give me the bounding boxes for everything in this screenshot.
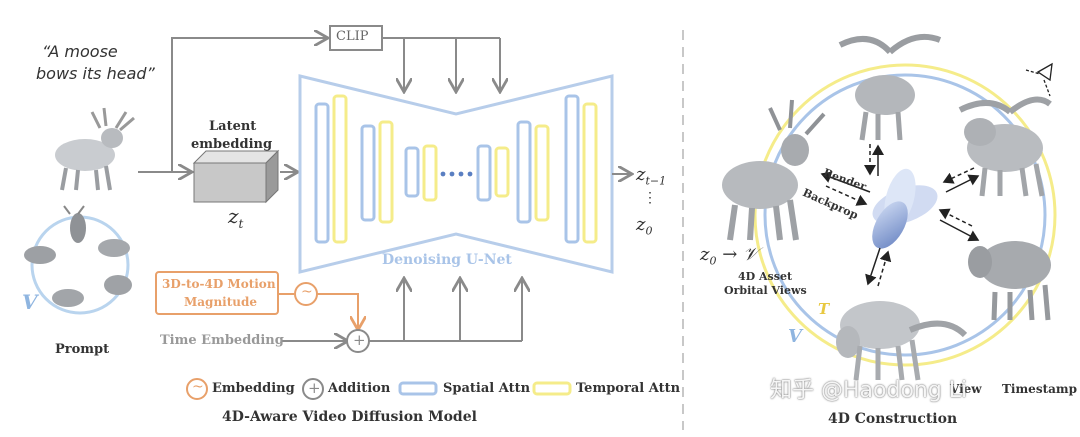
orbit-time-ring xyxy=(753,63,1057,367)
moose-orbit-image xyxy=(24,205,132,315)
view-ring-symbol: V xyxy=(788,326,802,347)
orbit-view-ring xyxy=(763,73,1047,357)
motion-label-line2: Magnitude xyxy=(184,295,258,309)
timestamp-label: Timestamp xyxy=(1002,382,1077,396)
temporal-attn-bar xyxy=(422,144,438,202)
motion-embedding-symbol: ~ xyxy=(301,284,313,300)
time-embedding-label: Time Embedding xyxy=(160,333,284,348)
moose-view-top xyxy=(838,34,942,141)
legend-spatial-label: Spatial Attn xyxy=(443,381,531,396)
legend-addition-label: Addition xyxy=(328,381,391,396)
latent-label-line1: Latent xyxy=(209,119,257,134)
moose-view-left xyxy=(722,99,826,241)
legend-embedding-label: Embedding xyxy=(212,381,295,396)
legend-spatial-swatch xyxy=(398,381,438,396)
output-z0: z0 xyxy=(636,214,653,238)
spatial-attn-bar xyxy=(360,124,376,222)
spatial-attn-bar xyxy=(516,120,532,224)
moose-image-main xyxy=(55,107,135,191)
temporal-attn-bar xyxy=(332,94,348,244)
temporal-attn-bar xyxy=(378,120,394,224)
latent-cube xyxy=(192,149,280,204)
legend-embedding-symbol: ~ xyxy=(192,379,204,395)
z0-to-v: z0 → 𝒱 xyxy=(700,244,759,268)
moose-view-bottom-right xyxy=(968,241,1051,321)
motion-label-line1: 3D-to-4D Motion xyxy=(162,277,276,291)
camera-icon xyxy=(1025,62,1053,97)
legend-embedding-icon xyxy=(186,378,208,400)
clip-label: CLIP xyxy=(336,29,369,44)
asset-label-line1: 4D Asset xyxy=(738,270,793,283)
asset-label-line2: Orbital Views xyxy=(724,284,807,297)
spatial-attn-bar xyxy=(564,94,580,244)
time-ring-symbol: T xyxy=(818,300,830,318)
spatial-attn-bar xyxy=(404,146,420,198)
output-z-t-minus-1: zt−1 xyxy=(636,164,667,188)
prompt-quote-line2: bows its head” xyxy=(36,64,155,83)
plus-symbol: + xyxy=(353,331,366,349)
temporal-attn-bar xyxy=(582,102,598,244)
legend-temporal-swatch xyxy=(532,381,572,396)
unet-label: Denoising U-Net xyxy=(382,252,512,268)
left-caption: 4D-Aware Video Diffusion Model xyxy=(222,409,477,425)
legend-addition-symbol: + xyxy=(308,379,321,397)
right-caption: 4D Construction xyxy=(828,411,958,427)
watermark: 知乎 @Haodong Li xyxy=(770,378,968,403)
moose-view-right xyxy=(958,96,1052,197)
temporal-attn-bar xyxy=(534,124,550,222)
unet-outline xyxy=(298,74,614,274)
output-ellipsis: ⋮ xyxy=(643,190,657,206)
prompt-label: Prompt xyxy=(55,342,110,357)
latent-label-line2: embedding xyxy=(191,137,273,152)
4d-asset-gaussians xyxy=(872,168,938,249)
legend-addition-icon xyxy=(302,378,324,400)
latent-symbol: zt xyxy=(228,204,244,231)
moose-view-bottom xyxy=(836,301,968,381)
legend-temporal-label: Temporal Attn xyxy=(576,381,681,396)
prompt-v-symbol: V xyxy=(22,290,38,314)
prompt-quote-line1: “A moose xyxy=(42,42,118,61)
temporal-attn-bar xyxy=(494,146,510,198)
view-label: View xyxy=(950,382,982,396)
unet-bars xyxy=(314,94,598,244)
spatial-attn-bar xyxy=(314,102,330,244)
spatial-attn-bar xyxy=(476,144,492,202)
